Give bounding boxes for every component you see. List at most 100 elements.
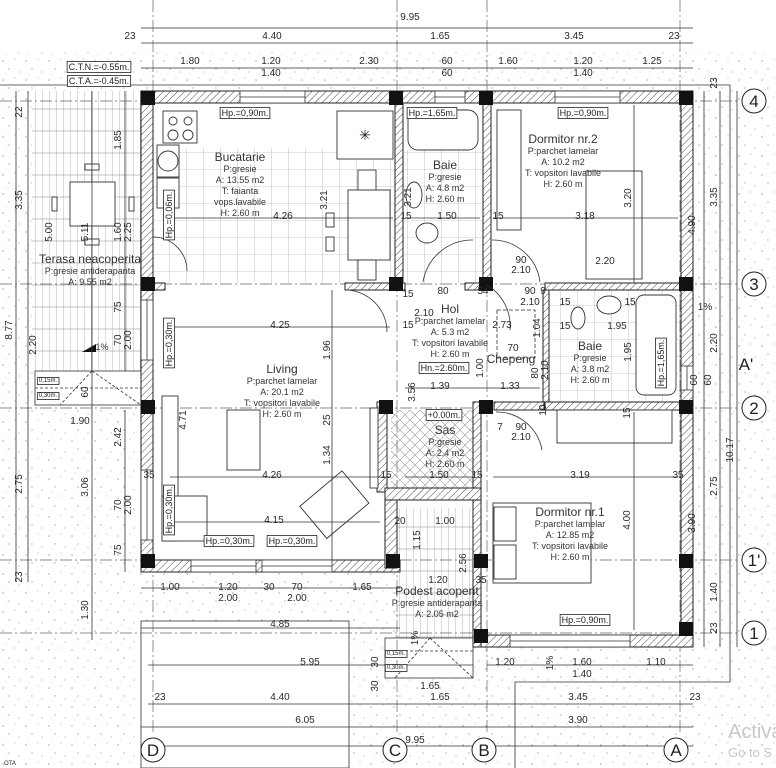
tag-frame bbox=[384, 664, 408, 672]
dimension-label: 10.17 bbox=[725, 437, 736, 462]
room-detail-sas: A: 2.4 m2 bbox=[426, 448, 465, 458]
dimension-label: 4.25 bbox=[270, 320, 290, 331]
dimension-label: 6.05 bbox=[295, 715, 315, 726]
dimension-label: 2.10 bbox=[414, 308, 434, 319]
dimension-label: 15 bbox=[559, 321, 571, 332]
room-detail-baie1: H: 2.60 m bbox=[425, 194, 464, 204]
tag-frame bbox=[219, 107, 271, 119]
dimension-label: 2.75 bbox=[709, 476, 720, 496]
ventilation-icon: ✳ bbox=[359, 127, 371, 143]
dimension-label: 1.00 bbox=[160, 582, 180, 593]
dimension-label: 35 bbox=[143, 470, 155, 481]
room-detail-living: H: 2.60 m bbox=[262, 409, 301, 419]
dimension-label: 3.19 bbox=[570, 470, 590, 481]
room-name-sas: Sas bbox=[435, 423, 456, 437]
dimension-label: 2.20 bbox=[595, 256, 615, 267]
dimension-label: 2.42 bbox=[113, 427, 124, 447]
bath1-tiles bbox=[403, 150, 483, 283]
dimension-label: 22 bbox=[14, 106, 25, 118]
dimension-label: 1.95 bbox=[607, 321, 627, 332]
dimension-label: 70 bbox=[507, 343, 519, 354]
dimension-label: 80 bbox=[437, 286, 449, 297]
axis-bubble bbox=[140, 737, 166, 763]
dimension-label: 23 bbox=[709, 622, 720, 634]
dimension-label: 2.00 bbox=[218, 593, 238, 604]
room-detail-baie2: H: 2.60 m bbox=[570, 375, 609, 385]
dimension-label: 1.85 bbox=[113, 130, 124, 150]
height-tag: Hp.=1,65m. bbox=[656, 340, 666, 387]
tag-frame bbox=[418, 362, 470, 374]
dimension-label: 23 bbox=[14, 571, 25, 583]
room-detail-dormitor2: T: vopsitori lavabile bbox=[525, 168, 601, 178]
dimension-label: 5.95 bbox=[300, 657, 320, 668]
axis-label: 4 bbox=[749, 92, 758, 111]
dimension-label: 1.80 bbox=[180, 56, 200, 67]
dimension-label: 60 bbox=[703, 374, 714, 386]
dimension-label: 1.40 bbox=[572, 669, 592, 680]
axis-label: 1' bbox=[748, 551, 761, 570]
dimension-label: 2.00 bbox=[123, 495, 134, 515]
tag-frame bbox=[557, 107, 609, 119]
ground-level-note: C.T.N.=-0.55m. bbox=[69, 62, 130, 72]
tag-frame bbox=[425, 409, 463, 421]
tag-frame bbox=[266, 535, 318, 547]
dimension-label: 1.20 bbox=[495, 657, 515, 668]
dimension-label: 1.33 bbox=[500, 381, 520, 392]
dimension-label: 3.21 bbox=[319, 190, 330, 210]
room-detail-bucatarie: vops.lavabile bbox=[214, 197, 266, 207]
dimension-label: 60 bbox=[689, 374, 700, 386]
axis-label: D bbox=[147, 741, 159, 760]
tag-frame bbox=[66, 75, 132, 87]
axis-label: 2 bbox=[749, 399, 758, 418]
dimension-label: 1.04 bbox=[532, 318, 543, 338]
dimension-label: 9 bbox=[540, 286, 546, 297]
dimension-label: 2.20 bbox=[28, 335, 39, 355]
dimension-lines bbox=[15, 27, 738, 747]
dimension-label: 30 bbox=[370, 680, 381, 692]
tag-frame bbox=[163, 317, 175, 369]
room-name-chepeng: Chepeng bbox=[487, 352, 536, 366]
room-detail-bucatarie: T: faianta bbox=[222, 186, 259, 196]
dimension-label: 2.73 bbox=[492, 320, 512, 331]
room-detail-dormitor1: T: vopsitori lavabile bbox=[532, 541, 608, 551]
axis-bubble bbox=[663, 737, 689, 763]
tag-frame bbox=[66, 61, 132, 73]
dimension-label: 1.40 bbox=[709, 582, 720, 602]
columns bbox=[141, 91, 693, 643]
dimension-label: 20 bbox=[394, 516, 406, 527]
dimension-label: 90 bbox=[524, 286, 536, 297]
axis-label: 1 bbox=[749, 624, 758, 643]
room-detail-living: T: vopsitori lavabile bbox=[244, 398, 320, 408]
dimension-label: 4.26 bbox=[273, 211, 293, 222]
tag-frame bbox=[406, 107, 458, 119]
dimension-label: 1.40 bbox=[261, 68, 281, 79]
dimension-label: 1.65 bbox=[430, 692, 450, 703]
dimension-label: 3.45 bbox=[564, 31, 584, 42]
dimension-label: 9.95 bbox=[400, 12, 420, 23]
entry-steps bbox=[384, 637, 474, 679]
dimension-label: 2.10 bbox=[540, 360, 551, 380]
dimension-label: 15 bbox=[402, 289, 414, 300]
height-tag: Hp.=0,30m. bbox=[164, 320, 174, 367]
terrain-level-note: C.T.A.=-0.45m. bbox=[69, 76, 129, 86]
room-detail-baie2: P:gresie bbox=[573, 353, 606, 363]
dimension-label: 15 bbox=[400, 211, 412, 222]
room-detail-living: A: 20.1 m2 bbox=[260, 387, 304, 397]
dimension-label: 1.60 bbox=[498, 56, 518, 67]
dimension-label: 15 bbox=[622, 407, 633, 419]
height-tag: 0,15m. bbox=[39, 378, 58, 384]
height-tag: Hp.=0,30m. bbox=[206, 536, 253, 546]
room-detail-dormitor2: A: 10.2 m2 bbox=[541, 157, 585, 167]
dimension-label: 23 bbox=[124, 31, 136, 42]
dimension-label: 1.65 bbox=[352, 582, 372, 593]
terrace-table bbox=[51, 163, 135, 246]
room-name-dormitor1: Dormitor nr.1 bbox=[535, 505, 605, 519]
dimension-label: 90 bbox=[515, 422, 527, 433]
bedroom2-furniture bbox=[496, 109, 643, 280]
dimension-label: 3.35 bbox=[14, 190, 25, 210]
room-detail-dormitor1: A: 12.85 m2 bbox=[546, 530, 595, 540]
dimension-label: 30 bbox=[370, 656, 381, 668]
dimension-label: 2.10 bbox=[511, 265, 531, 276]
height-tag: Hp.=0,90m. bbox=[560, 108, 607, 118]
